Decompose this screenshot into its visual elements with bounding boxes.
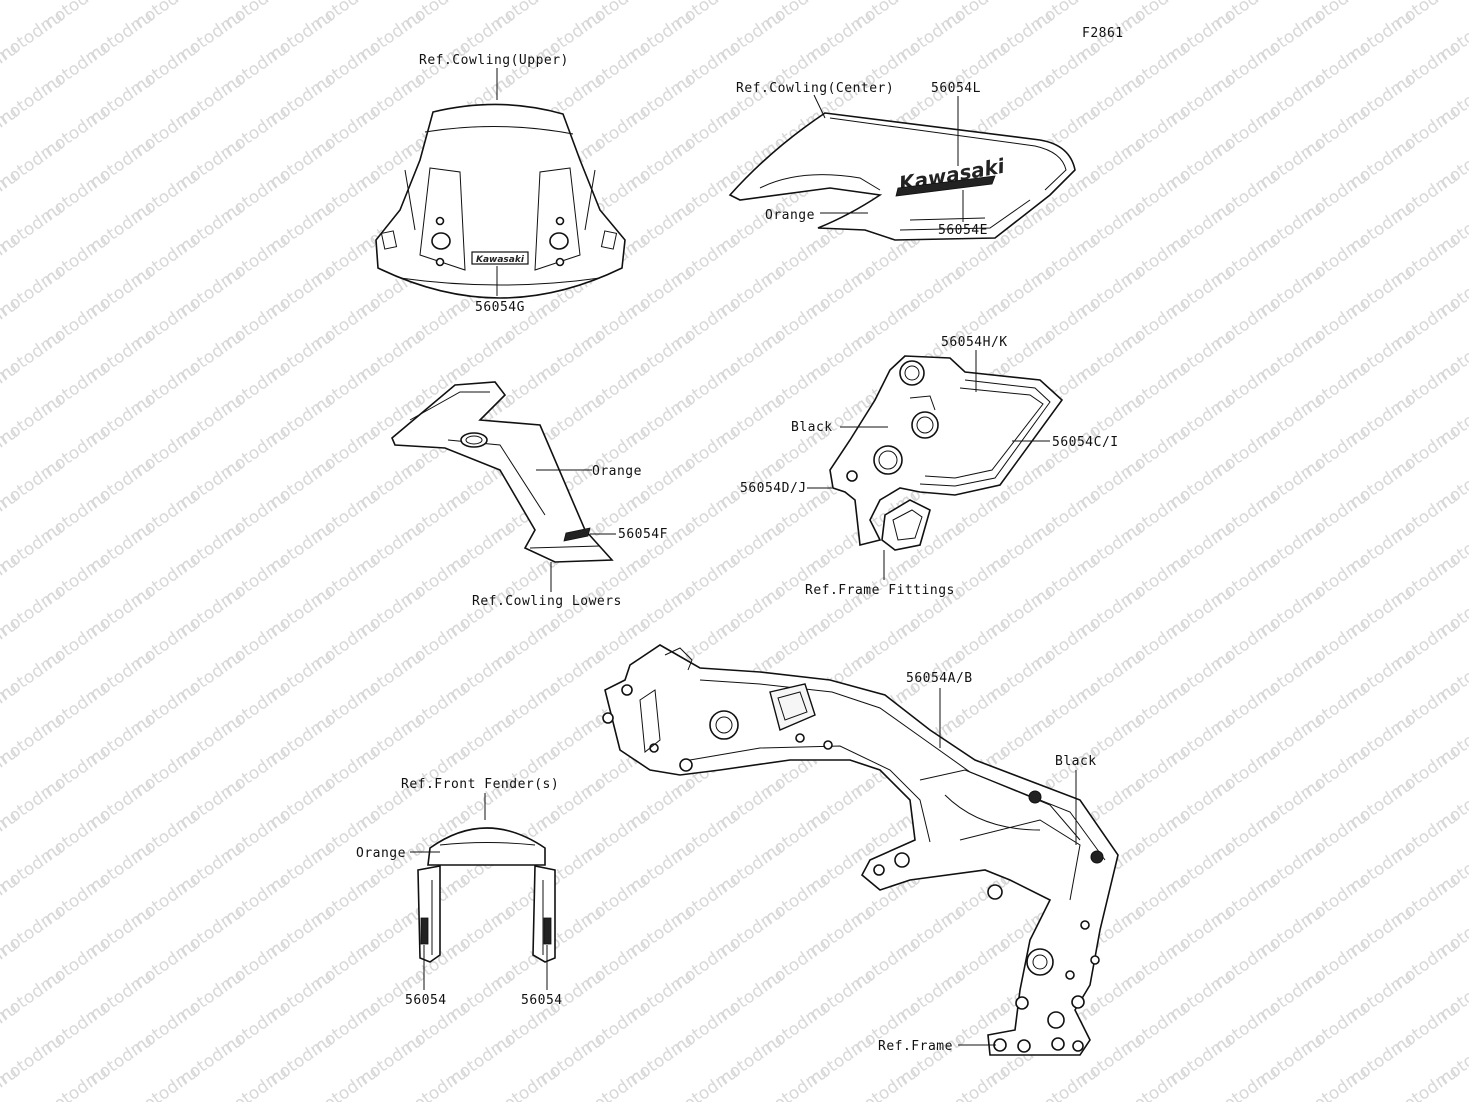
watermark-text: motod.ru <box>531 1095 606 1102</box>
upper-cowling-logo-text: Kawasaki <box>476 255 525 265</box>
label-orange-center: Orange <box>765 208 815 223</box>
watermark-text: motod.ru <box>1386 1063 1461 1102</box>
frame-fitting-drawing <box>829 355 1064 551</box>
figure-id: F2861 <box>1082 26 1124 41</box>
watermark-text: motod.ru <box>576 1063 651 1102</box>
label-orange-fender: Orange <box>356 846 406 861</box>
watermark-text: motod.ru <box>621 1095 696 1102</box>
watermark-text: motod.ru <box>1251 1095 1326 1102</box>
label-56054e: 56054E <box>938 223 988 238</box>
watermark-text: motod.ru <box>666 1063 741 1102</box>
upper-cowling-logo-decal <box>471 251 529 265</box>
watermark-text: motod.ru <box>171 1095 246 1102</box>
watermark-text: motod.ru <box>81 1095 156 1102</box>
watermark-text: motod.ru <box>486 1063 561 1102</box>
main-frame-drawing <box>602 644 1119 1056</box>
center-cowling-drawing: Kawasaki <box>728 112 1076 241</box>
label-56054ci: 56054C/I <box>1052 435 1119 450</box>
watermark-text: motod.ru <box>891 1095 966 1102</box>
watermark-text: motod.ru <box>1296 1063 1371 1102</box>
watermark-text: motod.ru <box>936 1063 1011 1102</box>
label-56054l: 56054L <box>931 81 981 96</box>
watermark-text: motod.ru <box>1161 1095 1236 1102</box>
upper-cowling-drawing: Kawasaki <box>375 103 626 299</box>
center-cowling-model-decal <box>895 175 996 197</box>
watermark-text: motod.ru <box>1116 1063 1191 1102</box>
label-front-fender-ref: Ref.Front Fender(s) <box>401 777 559 792</box>
watermark-text: motod.ru <box>1026 1063 1101 1102</box>
front-fender-drawing <box>417 827 556 963</box>
watermark-text: motod.ru <box>756 1063 831 1102</box>
watermark-text: motod.ru <box>0 0 22 36</box>
watermark-text: motod.ru <box>1071 1095 1146 1102</box>
watermark-text: motod.ru <box>396 1063 471 1102</box>
label-56054hk: 56054H/K <box>941 335 1008 350</box>
label-black-frame: Black <box>1055 754 1097 769</box>
label-56054f: 56054F <box>618 527 668 542</box>
watermark-text: motod.ru <box>801 1095 876 1102</box>
cowling-lowers-logo-decal <box>563 527 591 542</box>
label-56054-right: 56054 <box>521 993 563 1008</box>
label-56054dj: 56054D/J <box>740 481 807 496</box>
label-cowling-center-ref: Ref.Cowling(Center) <box>736 81 894 96</box>
label-orange-lowers: Orange <box>592 464 642 479</box>
label-frame-fittings-ref: Ref.Frame Fittings <box>805 583 955 598</box>
fender-left-decal <box>420 917 429 945</box>
watermark-text: motod.ru <box>126 1063 201 1102</box>
label-56054-left: 56054 <box>405 993 447 1008</box>
watermark-text: motod.ru <box>351 1095 426 1102</box>
cowling-lowers-drawing <box>391 381 614 563</box>
watermark-text: motod.ru <box>441 1095 516 1102</box>
label-cowling-upper-ref: Ref.Cowling(Upper) <box>419 53 569 68</box>
watermark-text: motod.ru <box>0 0 67 4</box>
watermark-text: motod.ru <box>36 1063 111 1102</box>
watermark-text: motod.ru <box>306 1063 381 1102</box>
watermark-text: motod.ru <box>261 1095 336 1102</box>
watermark-text: motod.ru <box>846 1063 921 1102</box>
label-frame-ref: Ref.Frame <box>878 1039 953 1054</box>
label-cowling-lowers-ref: Ref.Cowling Lowers <box>472 594 622 609</box>
watermark-text: motod.ru <box>981 1095 1056 1102</box>
watermark-text: motod.ru <box>1341 1095 1416 1102</box>
label-56054ab: 56054A/B <box>906 671 973 686</box>
watermark-text: motod.ru <box>216 1063 291 1102</box>
watermark-text: motod.ru <box>1206 1063 1281 1102</box>
watermark-text: motod.ru <box>711 1095 786 1102</box>
label-black-frame-fitting: Black <box>791 420 833 435</box>
label-56054g: 56054G <box>475 300 525 315</box>
fender-right-decal <box>543 917 552 945</box>
